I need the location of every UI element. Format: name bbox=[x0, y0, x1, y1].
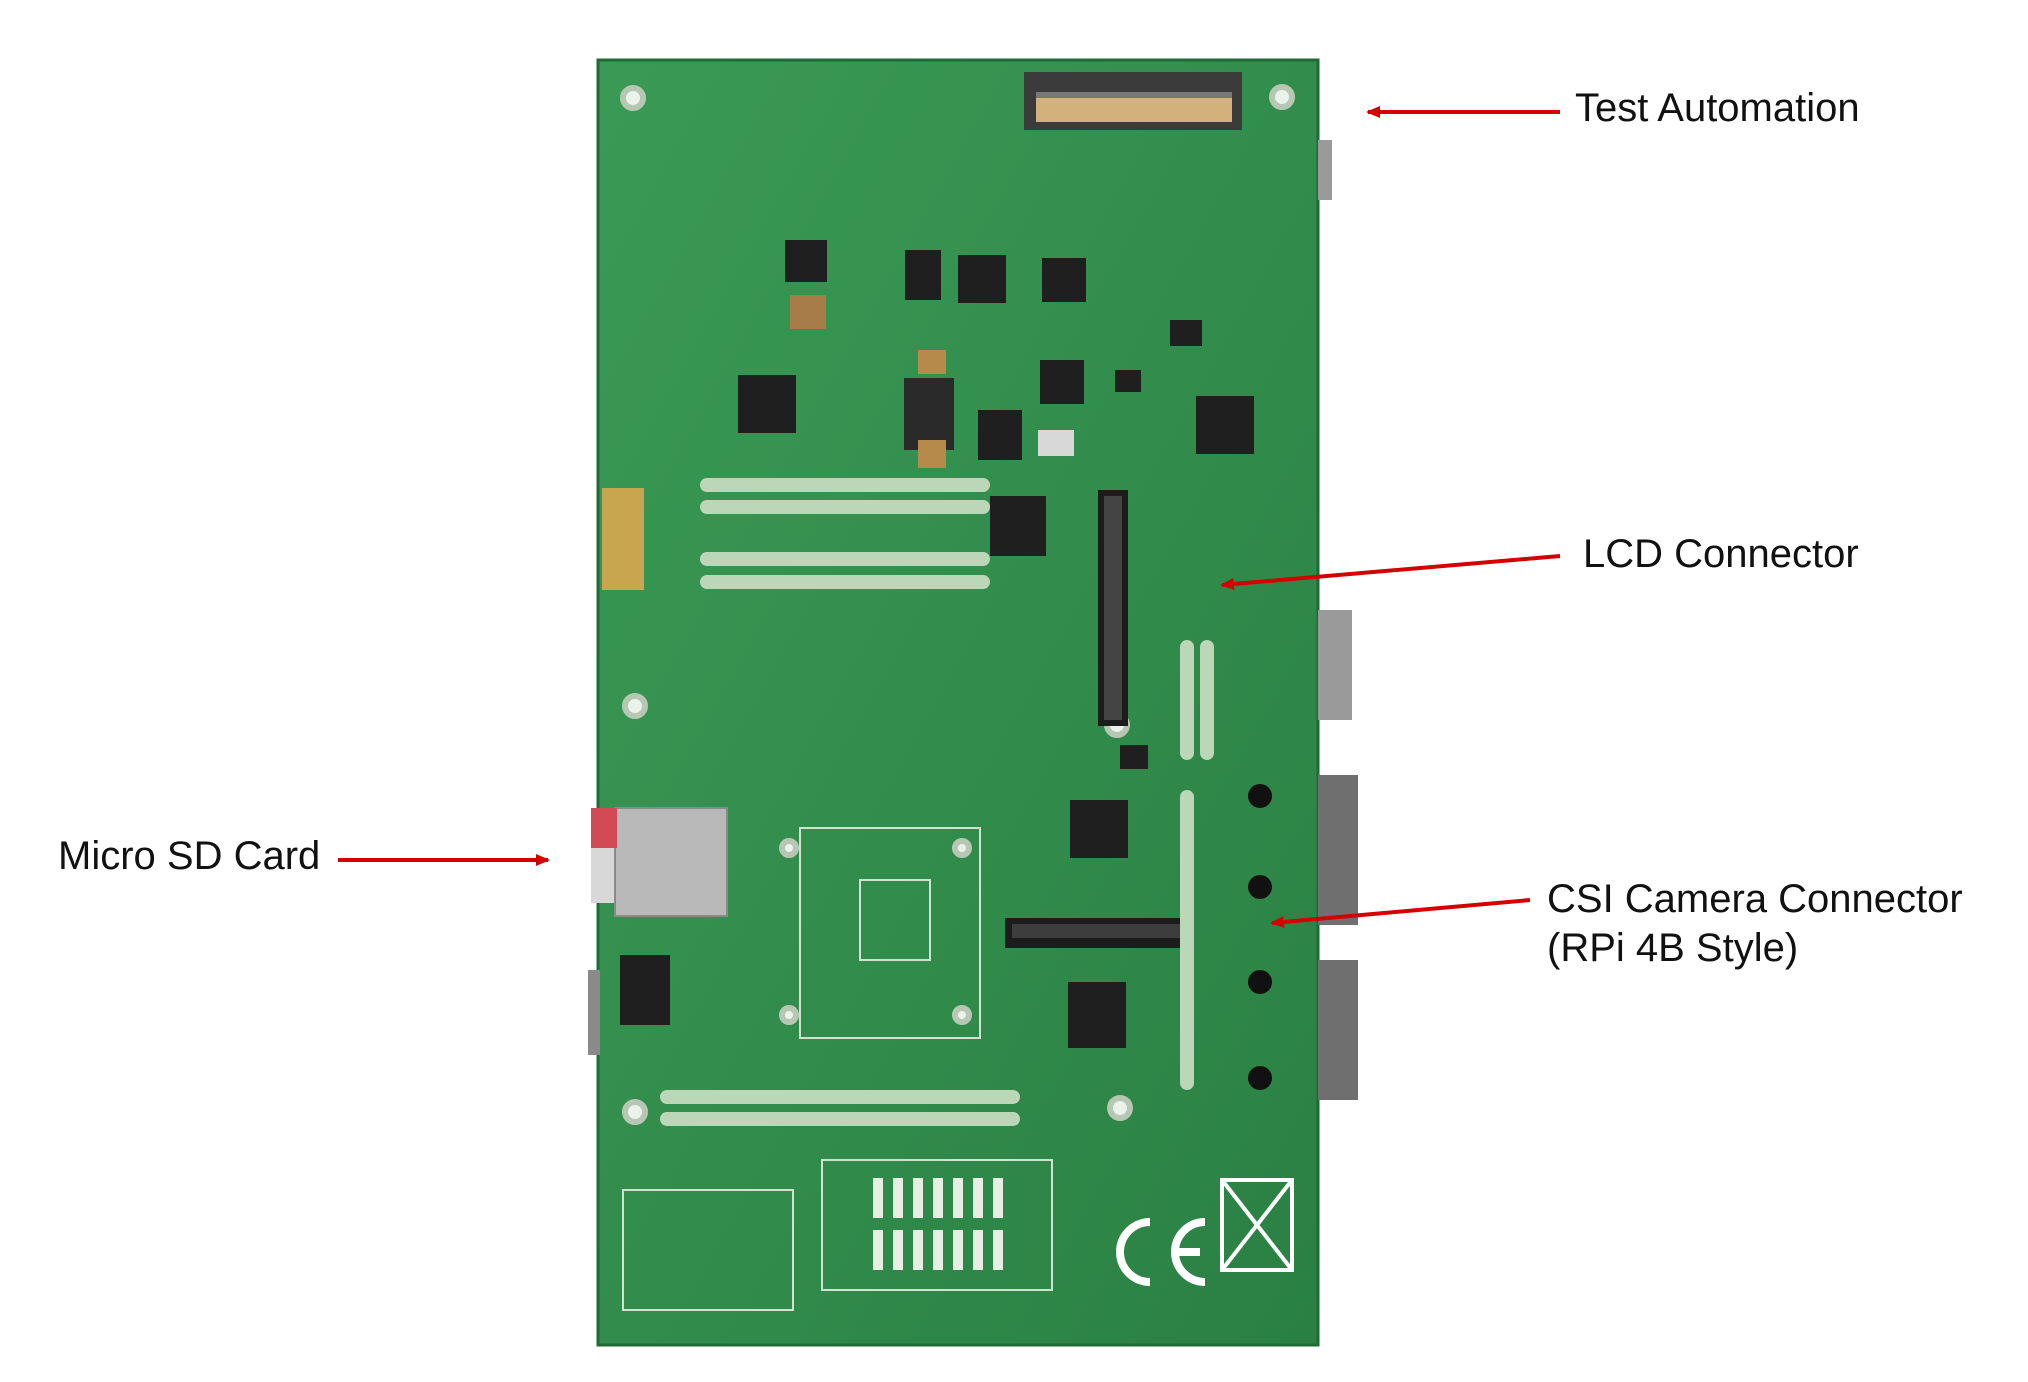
ce-mark bbox=[1116, 1218, 1206, 1286]
silkscreen-line2: FOR EVALUATION ONLY bbox=[1039, 1370, 1210, 1382]
silkscreen-text: NOT FCC APPROVED FOR RESALE FOR EVALUATI… bbox=[937, 1348, 1210, 1382]
test-automation-connector bbox=[1024, 72, 1242, 130]
side-connectors bbox=[588, 140, 1358, 1100]
micro-sd-card-slot bbox=[591, 807, 728, 917]
jtag-header bbox=[602, 488, 644, 590]
arrow-csi-camera bbox=[1270, 898, 1531, 928]
test-pad-outline bbox=[821, 1159, 1053, 1291]
arrow-lcd-connector bbox=[1220, 554, 1561, 590]
ic-chips bbox=[620, 240, 1254, 1048]
inductors bbox=[790, 295, 1074, 468]
callout-csi-camera-style: (RPi 4B Style) bbox=[1547, 926, 1799, 970]
callout-arrows bbox=[338, 106, 1561, 928]
test-pad-area bbox=[873, 1178, 1003, 1270]
callout-lcd-connector: LCD Connector bbox=[1583, 532, 1859, 576]
callout-test-automation: Test Automation bbox=[1575, 86, 1860, 130]
weee-bin-icon bbox=[1220, 1178, 1294, 1272]
soc-inner-pattern bbox=[859, 879, 931, 961]
callout-csi-camera-connector: CSI Camera Connector bbox=[1547, 877, 1963, 921]
lcd-connector bbox=[1098, 490, 1128, 726]
rotated-silkscreen-box bbox=[622, 1189, 794, 1311]
csi-camera-connector bbox=[1005, 918, 1187, 948]
edge-buttons bbox=[1248, 784, 1272, 1090]
soc-outline bbox=[799, 827, 981, 1039]
header-pins bbox=[660, 478, 1214, 1126]
silkscreen-line1: NOT FCC APPROVED FOR RESALE bbox=[937, 1348, 1180, 1365]
callout-micro-sd-card: Micro SD Card bbox=[58, 834, 321, 878]
